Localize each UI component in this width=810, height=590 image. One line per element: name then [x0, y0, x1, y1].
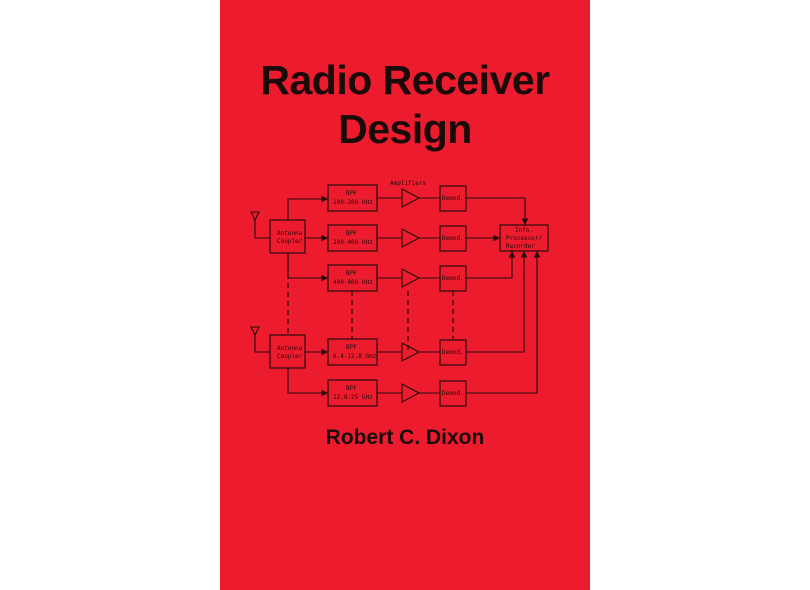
svg-text:BPF: BPF — [346, 230, 357, 237]
channel-row: BPF 12.8-25 GHz Demod. — [327, 379, 467, 407]
channel-row: BPF 6.4-12.8 GHz Demod. — [327, 338, 467, 366]
bpf-block: BPF 100-200 KHz — [327, 184, 378, 212]
bpf-block: BPF 6.4-12.8 GHz — [327, 338, 378, 366]
svg-text:Demod.: Demod. — [442, 275, 464, 282]
svg-text:BPF: BPF — [346, 385, 357, 392]
amplifier-icon — [401, 228, 421, 248]
svg-text:Demod.: Demod. — [442, 235, 464, 242]
svg-text:Antenna: Antenna — [277, 230, 303, 237]
svg-text:Coupler: Coupler — [277, 353, 303, 360]
author-name: Robert C. Dixon — [325, 426, 485, 449]
amplifier-icon — [401, 188, 421, 208]
svg-text:BPF: BPF — [346, 344, 357, 351]
bpf-block: BPF 200-400 KHz — [327, 224, 378, 252]
svg-text:Antenna: Antenna — [277, 345, 303, 352]
antenna-coupler-1: Antenna Coupler — [269, 219, 306, 254]
svg-text:Demod.: Demod. — [442, 349, 464, 356]
antenna-icon — [250, 326, 270, 353]
bpf-block: BPF 12.8-25 GHz — [327, 379, 378, 407]
amplifiers-label: Amplifiers — [390, 180, 427, 187]
amplifier-icon — [401, 342, 421, 362]
channel-row: BPF 400-800 KHz Demod. — [327, 264, 467, 292]
svg-text:12.8-25 GHz: 12.8-25 GHz — [333, 394, 373, 401]
svg-text:Demod.: Demod. — [442, 195, 464, 202]
svg-text:Demod.: Demod. — [442, 390, 464, 397]
antenna-icon — [250, 211, 270, 239]
svg-text:BPF: BPF — [346, 270, 357, 277]
title-line-1: Radio Receiver — [260, 57, 550, 103]
bpf-block: BPF 400-800 KHz — [327, 264, 378, 292]
demodulator-block: Demod. — [439, 380, 467, 407]
demodulator-block: Demod. — [439, 339, 467, 366]
antenna-coupler-2: Antenna Coupler — [269, 334, 306, 369]
svg-text:Recorder: Recorder — [506, 243, 535, 250]
demodulator-block: Demod. — [439, 265, 467, 292]
demodulator-block: Demod. — [439, 225, 467, 252]
svg-text:400-800 KHz: 400-800 KHz — [333, 279, 373, 286]
info-processor-recorder: Info. Processor/ Recorder — [499, 224, 549, 252]
svg-text:Info.: Info. — [515, 227, 533, 234]
demodulator-block: Demod. — [439, 185, 467, 212]
svg-text:100-200 KHz: 100-200 KHz — [333, 199, 373, 206]
svg-text:200-400 KHz: 200-400 KHz — [333, 239, 373, 246]
amplifier-icon — [401, 383, 421, 403]
svg-text:6.4-12.8 GHz: 6.4-12.8 GHz — [333, 353, 377, 360]
book-cover: Radio Receiver Design Robert C. Dixon — [220, 0, 590, 590]
svg-text:BPF: BPF — [346, 190, 357, 197]
channel-row: BPF 100-200 KHz Demod. — [327, 184, 467, 212]
svg-text:Coupler: Coupler — [277, 238, 303, 245]
channel-row: BPF 200-400 KHz Demod. — [327, 224, 467, 252]
title-line-2: Design — [338, 106, 472, 152]
svg-text:Processor/: Processor/ — [506, 235, 543, 242]
amplifier-icon — [401, 268, 421, 288]
